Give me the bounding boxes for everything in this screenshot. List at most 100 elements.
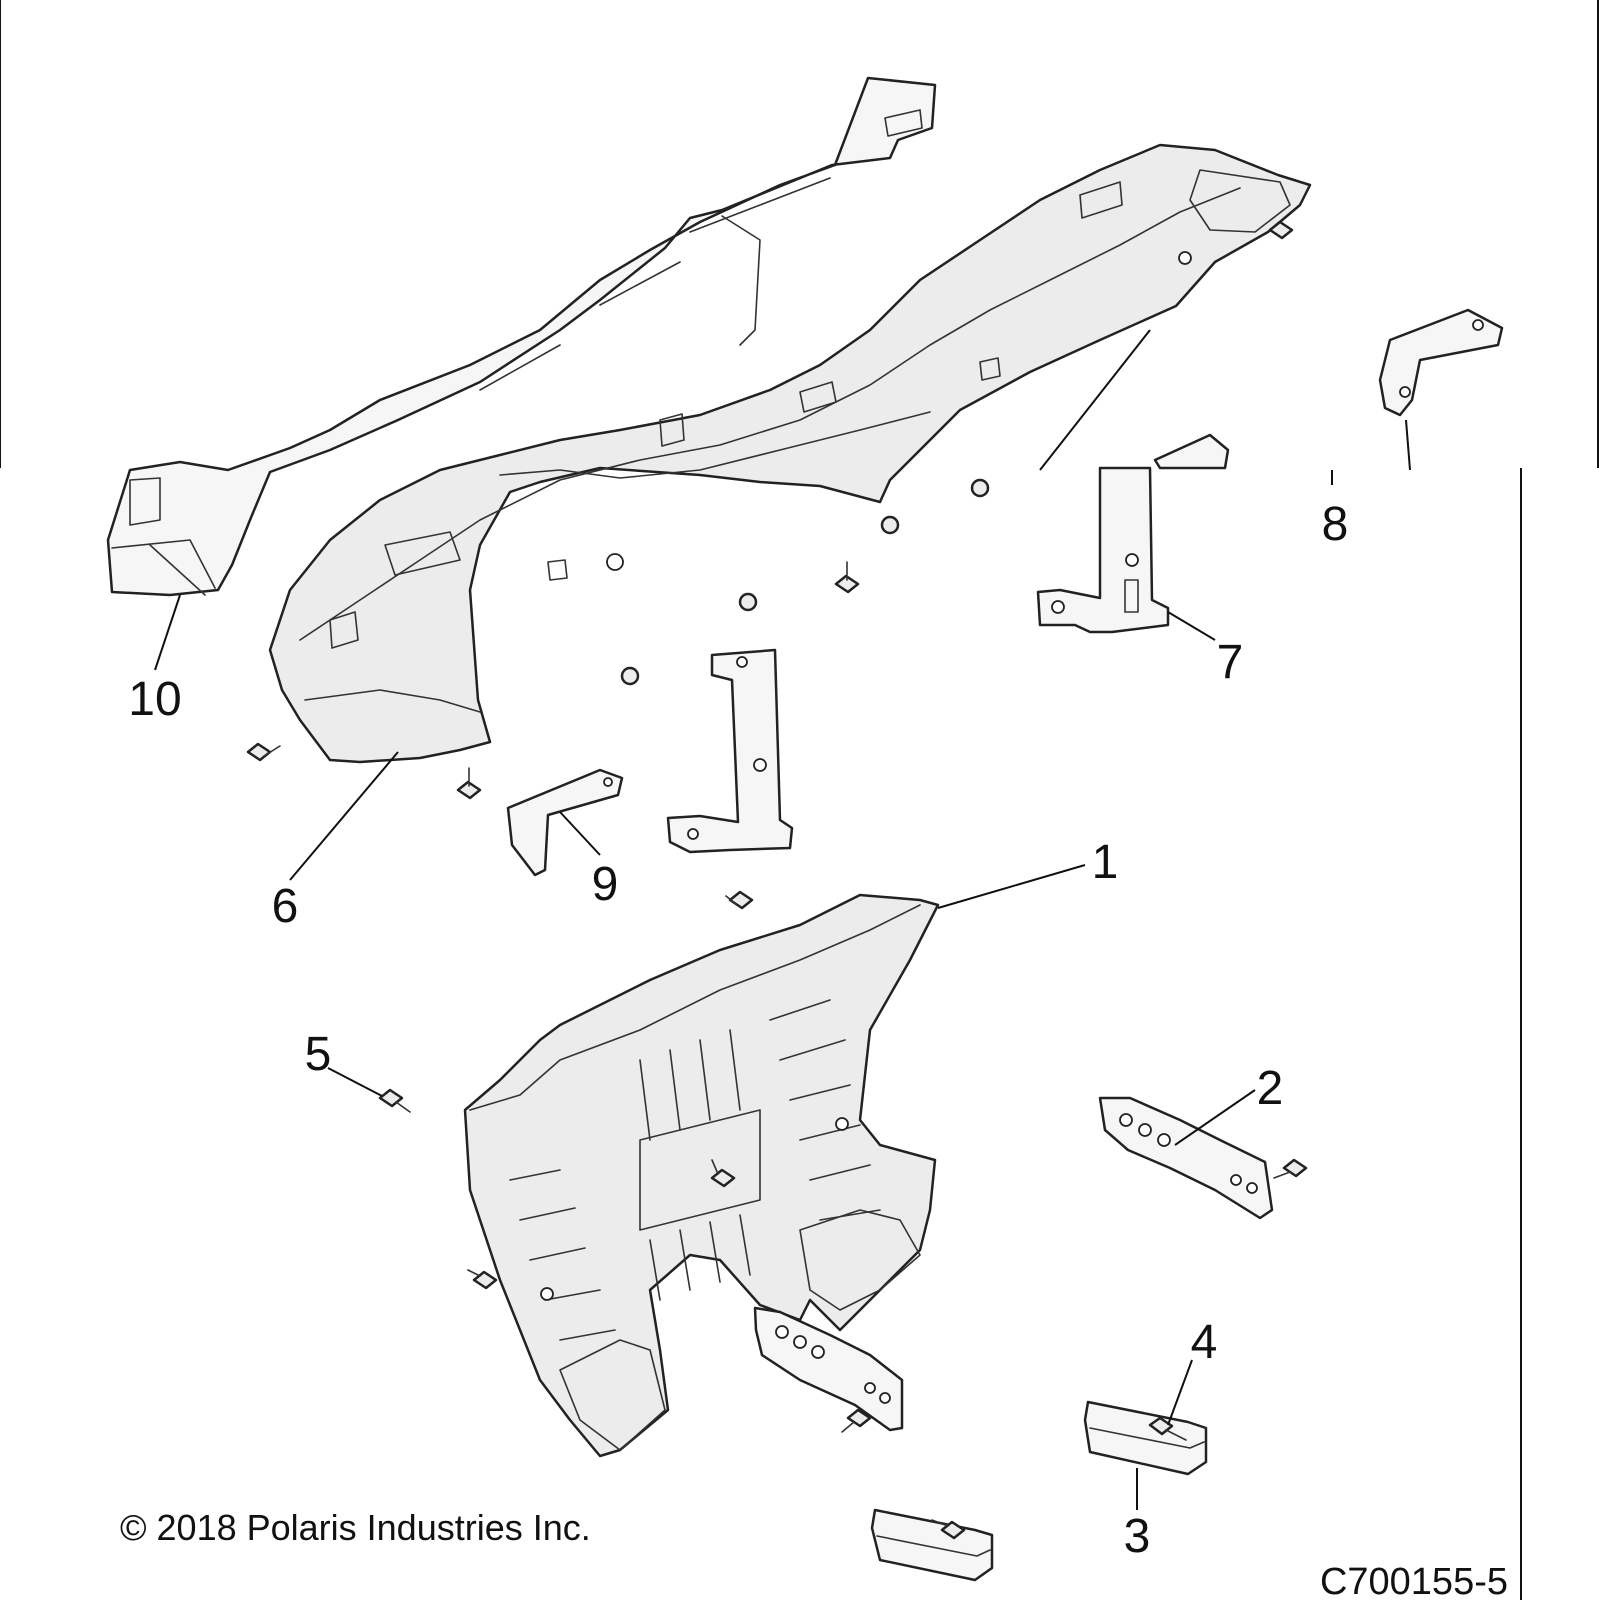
callout-1: 1 (1092, 836, 1119, 889)
strap-plate-lower-hole-5 (879, 1392, 891, 1404)
main-rack-lower-ridge (304, 411, 931, 713)
angle-bracket-hole (603, 777, 613, 787)
small-bracket-hole-2 (1399, 386, 1411, 398)
strap-plate-lower-hole-2 (793, 1335, 807, 1349)
part-8-small-bracket (1153, 308, 1504, 470)
part-6-main-rack (268, 143, 1312, 764)
leader-lines (154, 329, 1411, 1510)
main-rack-body (268, 143, 1312, 764)
callout-7: 7 (1217, 636, 1244, 689)
end-panel-recess (639, 1109, 761, 1231)
upright-bracket-body (1036, 466, 1170, 634)
callout-5: 5 (305, 1028, 332, 1081)
strap-plate-upper-hole-4 (1230, 1174, 1242, 1186)
fastener-rack-bolt-1 (246, 742, 281, 762)
callout-6: 6 (272, 880, 299, 933)
center-bracket-hole-3 (687, 828, 699, 840)
callout-2: 2 (1257, 1062, 1284, 1115)
main-rack-window-2 (384, 531, 461, 576)
center-bracket-body (666, 648, 794, 854)
callout-3: 3 (1124, 1510, 1151, 1563)
leader-8b (1405, 419, 1411, 471)
drawing-number: C700155-5 (1320, 1561, 1508, 1600)
fastener-rack-bolt-2 (456, 767, 482, 800)
fastener-top-bolt (1268, 220, 1294, 240)
fastener-5-bolt (378, 1088, 411, 1113)
channel-clip-lower-lip (876, 1535, 991, 1557)
strap-plate-lower-hole-3 (811, 1345, 825, 1359)
main-rack-hole-1 (606, 553, 624, 571)
small-bracket-hole-1 (1472, 319, 1484, 331)
end-panel-ribs-center (639, 1029, 751, 1301)
side-panel-inner-curve (149, 215, 761, 596)
nut-4 (970, 478, 990, 498)
upright-bracket-slot (1124, 579, 1139, 613)
fastener-strap-bolt (1273, 1158, 1308, 1179)
strap-plate-upper-hole-3 (1157, 1133, 1171, 1147)
strap-plate-lower (753, 1306, 904, 1432)
main-rack-tab-1 (547, 559, 568, 581)
center-bracket-hole-1 (736, 656, 748, 668)
part-10-side-panel (106, 76, 937, 597)
side-panel-flange-line (479, 177, 831, 391)
callout-10: 10 (128, 673, 181, 726)
leader-rack-extra (1039, 329, 1151, 471)
part-7-upright-bracket (1036, 466, 1170, 634)
main-rack-window-3 (799, 381, 837, 413)
side-panel-slot (884, 109, 923, 137)
small-bracket-body (1378, 308, 1504, 417)
angle-bracket-body (506, 768, 624, 877)
strap-plate-upper-hole-2 (1138, 1123, 1152, 1137)
fastener-panel-bolt (710, 1159, 736, 1188)
main-rack-window-4 (1079, 181, 1123, 219)
nut-1 (620, 666, 640, 686)
leader-9 (559, 811, 601, 856)
callout-numbers: 1 2 3 4 5 6 7 8 9 10 (128, 498, 1348, 1563)
upright-bracket-hole-2 (1051, 600, 1065, 614)
fasteners (246, 220, 1308, 1540)
fastener-lower-clip-bolt (931, 1519, 966, 1540)
leader-4 (1167, 1359, 1193, 1426)
main-rack-tab-2 (979, 357, 1001, 381)
leader-1 (937, 864, 1086, 909)
part-1-end-panel (463, 893, 940, 1458)
main-rack-end-cap (1189, 169, 1291, 233)
end-panel-foot-right (799, 1209, 921, 1311)
main-rack-window-1 (329, 611, 359, 649)
end-panel-hole-2 (540, 1287, 554, 1301)
center-upright-bracket (666, 648, 794, 854)
channel-clip-upper (1083, 1400, 1208, 1476)
strap-plate-upper-hole-1 (1119, 1113, 1133, 1127)
end-panel-ribs-left (509, 1169, 616, 1341)
end-panel-body (463, 893, 940, 1458)
leader-2 (1174, 1089, 1256, 1146)
callout-9: 9 (592, 858, 619, 911)
leader-5 (327, 1067, 383, 1097)
main-rack-tab-3 (659, 413, 685, 447)
end-panel-top-rim (469, 904, 921, 1111)
side-panel-end-tab (111, 477, 216, 589)
end-panel-hole-1 (835, 1117, 849, 1131)
center-bracket-hole-2 (753, 758, 767, 772)
callout-8: 8 (1322, 498, 1349, 551)
copyright-notice: © 2018 Polaris Industries Inc. (120, 1507, 591, 1548)
strap-plate-upper-hole-5 (1246, 1182, 1258, 1194)
upright-bracket-hole-1 (1125, 553, 1139, 567)
strap-plate-lower-hole-4 (864, 1382, 876, 1394)
end-panel-ribs-right (769, 999, 881, 1221)
strap-plate-lower-hole-1 (775, 1325, 789, 1339)
leader-7 (1167, 611, 1216, 641)
nut-2 (738, 592, 758, 612)
side-panel-body (106, 76, 937, 597)
small-bracket-partial (1153, 433, 1230, 470)
end-panel-foot-left (559, 1339, 666, 1451)
main-rack-top-ridge (299, 187, 1241, 641)
fastener-center-bolt (725, 890, 754, 910)
leader-10 (154, 594, 181, 671)
leader-6 (289, 751, 399, 881)
fastener-panel-bolt-2 (467, 1269, 498, 1290)
fastener-rack-bolt-3 (834, 561, 860, 594)
